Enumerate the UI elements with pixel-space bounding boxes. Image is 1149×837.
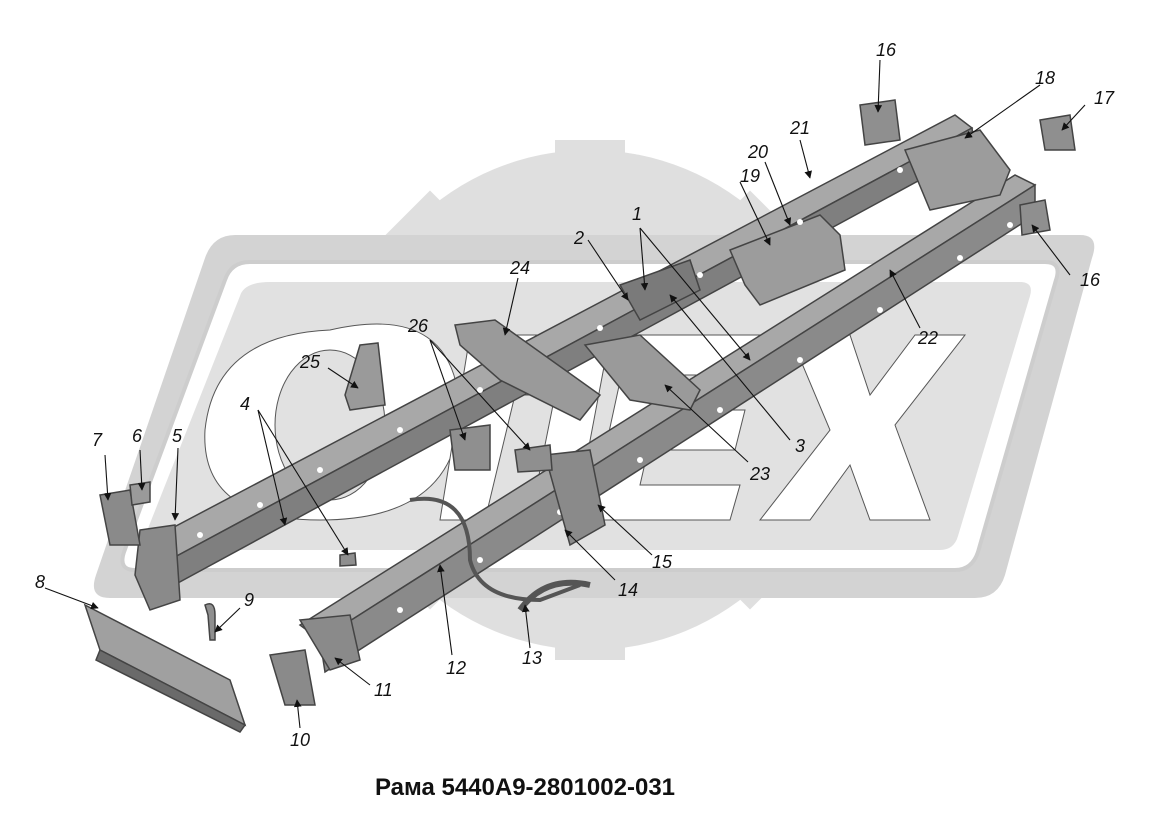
callout-26: 26 [407, 316, 429, 336]
callout-19: 19 [740, 166, 760, 186]
callout-14: 14 [618, 580, 638, 600]
callout-5: 5 [172, 426, 183, 446]
callout-1: 1 [632, 204, 642, 224]
callout-4: 4 [240, 394, 250, 414]
callout-12: 12 [446, 658, 466, 678]
callout-17: 17 [1094, 88, 1115, 108]
callout-21: 21 [789, 118, 810, 138]
leader-lines [44, 59, 1086, 729]
callout-23: 23 [749, 464, 770, 484]
callout-8: 8 [35, 572, 45, 592]
callout-15: 15 [652, 552, 673, 572]
callout-10: 10 [290, 730, 310, 750]
callout-20: 20 [747, 142, 768, 162]
callout-labels: 1 2 3 4 5 6 7 8 9 10 11 12 13 14 15 16 1… [35, 40, 1115, 750]
callout-16-right: 16 [1080, 270, 1101, 290]
callout-6: 6 [132, 426, 143, 446]
callout-3: 3 [795, 436, 805, 456]
diagram-caption: Рама 5440А9-2801002-031 [374, 774, 676, 801]
callout-9: 9 [244, 590, 254, 610]
callout-11: 11 [374, 680, 393, 700]
callout-2: 2 [573, 228, 584, 248]
callout-13: 13 [522, 648, 542, 668]
callout-22: 22 [917, 328, 938, 348]
callout-18: 18 [1035, 68, 1055, 88]
callout-7: 7 [92, 430, 103, 450]
callout-16-top: 16 [876, 40, 897, 60]
callout-24: 24 [509, 258, 530, 278]
chassis-frame [83, 99, 1076, 733]
callout-25: 25 [299, 352, 321, 372]
